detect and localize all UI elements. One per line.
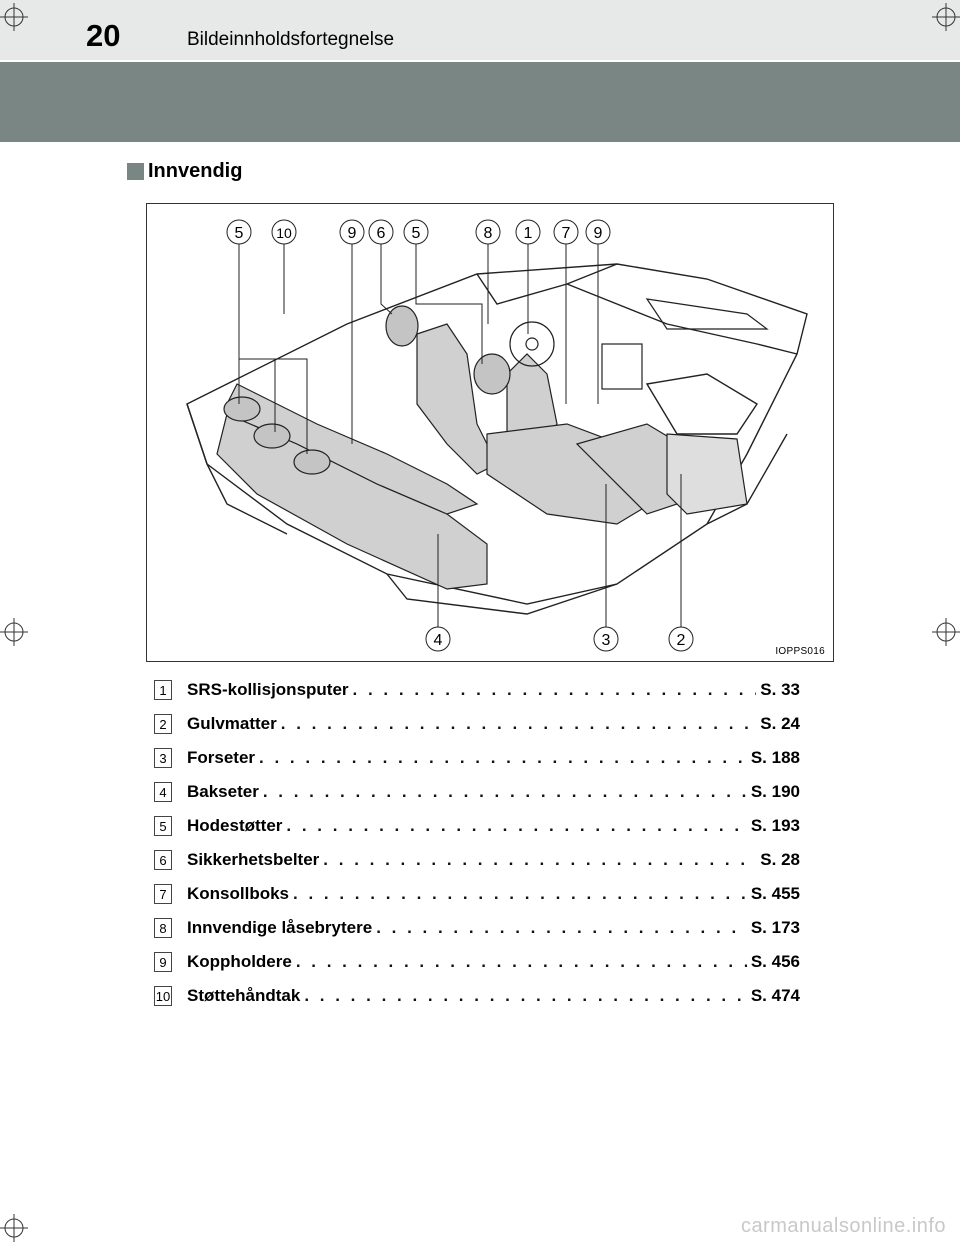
- number-badge: 10: [154, 986, 172, 1006]
- item-label: Sikkerhetsbelter: [187, 850, 320, 869]
- callout-1: 1: [524, 225, 533, 242]
- item-label: Bakseter: [187, 782, 259, 801]
- page-reference[interactable]: S. 28: [760, 850, 800, 869]
- page-reference[interactable]: S. 190: [750, 782, 800, 801]
- item-label: Hodestøtter: [187, 816, 283, 835]
- watermark-brand: carmanualsonline.info: [740, 1215, 946, 1237]
- number-badge: 1: [154, 680, 172, 700]
- interior-illustration: 5 10 9 6 5 8 1 7 9 4 3 2: [146, 203, 834, 662]
- car-interior-drawing: 5 10 9 6 5 8 1 7 9 4 3 2: [186, 219, 808, 652]
- callout-10: 10: [276, 225, 292, 241]
- list-item: 3 Forseter . . . . . . . . . . . . . . .…: [154, 741, 800, 775]
- callout-5b: 5: [412, 225, 421, 242]
- list-item: 4 Bakseter . . . . . . . . . . . . . . .…: [154, 775, 800, 809]
- page-reference[interactable]: S. 24: [760, 714, 800, 733]
- driver-seat-back: [416, 323, 498, 475]
- running-title: Bildeinnholdsfortegnelse: [187, 29, 395, 50]
- page-reference[interactable]: S. 188: [750, 748, 800, 767]
- car-body-outline: [186, 263, 808, 615]
- header-band: [0, 62, 960, 142]
- steering-wheel: [509, 321, 555, 367]
- number-badge: 2: [154, 714, 172, 734]
- top-callouts: 5 10 9 6 5 8 1 7 9: [226, 219, 611, 245]
- number-badge: 9: [154, 952, 172, 972]
- item-label: Innvendige låsebrytere: [187, 918, 373, 937]
- section-heading: Innvendig: [127, 158, 242, 184]
- callout-5a: 5: [235, 225, 244, 242]
- callout-2: 2: [677, 632, 686, 649]
- dot-leader: . . . . . . . . . . . . . . . . . . . . …: [352, 680, 757, 699]
- page-reference[interactable]: S. 33: [760, 680, 800, 699]
- item-label: Gulvmatter: [187, 714, 277, 733]
- item-label: Konsollboks: [187, 884, 290, 903]
- bottom-callouts: 4 3 2: [425, 626, 694, 652]
- list-item: 5 Hodestøtter . . . . . . . . . . . . . …: [154, 809, 800, 843]
- seats: [216, 323, 748, 590]
- dot-leader: . . . . . . . . . . . . . . . . . . . . …: [376, 918, 747, 937]
- dot-leader: . . . . . . . . . . . . . . . . . . . . …: [280, 714, 757, 733]
- dot-leader: . . . . . . . . . . . . . . . . . . . . …: [259, 748, 747, 767]
- list-item: 6 Sikkerhetsbelter . . . . . . . . . . .…: [154, 843, 800, 877]
- list-item: 1 SRS-kollisjonsputer . . . . . . . . . …: [154, 673, 800, 707]
- callout-9a: 9: [348, 225, 357, 242]
- page-number: 20: [86, 18, 121, 53]
- callout-6: 6: [377, 225, 386, 242]
- number-badge: 3: [154, 748, 172, 768]
- crop-mark-mid-right-icon: [932, 618, 960, 646]
- callout-3: 3: [602, 632, 611, 649]
- center-display: [601, 343, 643, 390]
- headrests: [223, 305, 511, 475]
- page-reference[interactable]: S. 173: [750, 918, 800, 937]
- dot-leader: . . . . . . . . . . . . . . . . . . . . …: [262, 782, 747, 801]
- callout-9b: 9: [594, 225, 603, 242]
- leader-lines: [238, 244, 682, 627]
- item-label: Koppholdere: [187, 952, 292, 971]
- callout-7: 7: [562, 225, 571, 242]
- number-badge: 7: [154, 884, 172, 904]
- number-badge: 6: [154, 850, 172, 870]
- page-reference[interactable]: S. 193: [750, 816, 800, 835]
- number-badge: 4: [154, 782, 172, 802]
- dashboard: [509, 298, 769, 390]
- floor-mat: [666, 433, 748, 515]
- dot-leader: . . . . . . . . . . . . . . . . . . . . …: [293, 884, 747, 903]
- crop-mark-top-left-icon: [0, 3, 28, 31]
- legend-list: 1 SRS-kollisjonsputer . . . . . . . . . …: [154, 673, 800, 1013]
- dot-leader: . . . . . . . . . . . . . . . . . . . . …: [286, 816, 746, 835]
- callout-8: 8: [484, 225, 493, 242]
- dot-leader: . . . . . . . . . . . . . . . . . . . . …: [323, 850, 756, 869]
- list-item: 8 Innvendige låsebrytere . . . . . . . .…: [154, 911, 800, 945]
- page-reference[interactable]: S. 455: [750, 884, 800, 903]
- number-badge: 8: [154, 918, 172, 938]
- header-bar: [0, 0, 960, 60]
- item-label: Forseter: [187, 748, 256, 767]
- dot-leader: . . . . . . . . . . . . . . . . . . . . …: [304, 986, 747, 1005]
- list-item: 9 Koppholdere . . . . . . . . . . . . . …: [154, 945, 800, 979]
- section-square-icon: [127, 162, 144, 180]
- section-title: Innvendig: [148, 159, 243, 182]
- list-item: 10 Støttehåndtak . . . . . . . . . . . .…: [154, 979, 800, 1013]
- page-reference[interactable]: S. 474: [750, 986, 800, 1005]
- crop-mark-top-right-icon: [932, 3, 960, 31]
- list-item: 2 Gulvmatter . . . . . . . . . . . . . .…: [154, 707, 800, 741]
- item-label: SRS-kollisjonsputer: [187, 680, 349, 699]
- figure-code: IOPPS016: [775, 646, 825, 657]
- dot-leader: . . . . . . . . . . . . . . . . . . . . …: [295, 952, 747, 971]
- list-item: 7 Konsollboks . . . . . . . . . . . . . …: [154, 877, 800, 911]
- callout-4: 4: [434, 632, 443, 649]
- page-reference[interactable]: S. 456: [750, 952, 800, 971]
- number-badge: 5: [154, 816, 172, 836]
- item-label: Støttehåndtak: [187, 986, 301, 1005]
- crop-mark-bottom-left-icon: [0, 1214, 28, 1242]
- crop-mark-mid-left-icon: [0, 618, 28, 646]
